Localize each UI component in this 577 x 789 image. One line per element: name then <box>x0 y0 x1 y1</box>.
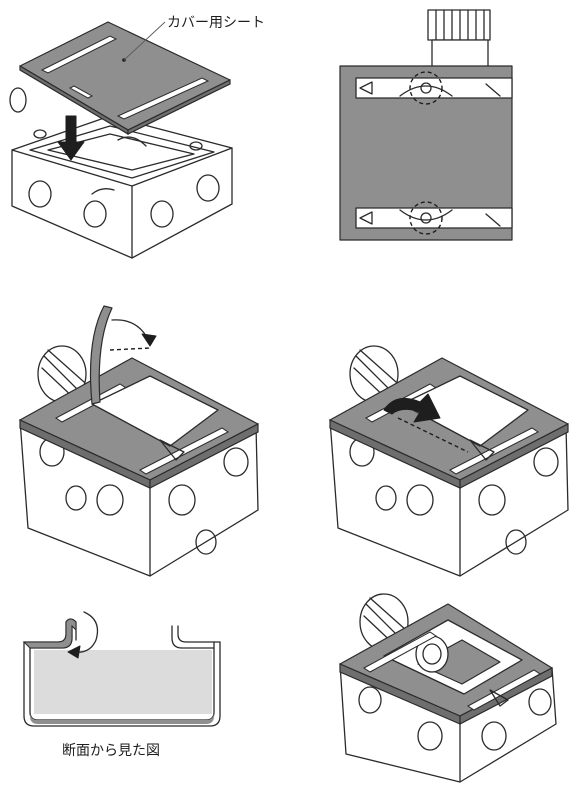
screw-highlight-bottom <box>409 201 443 235</box>
step-2-top-strip <box>355 77 513 99</box>
step-5-fold-arrow <box>67 645 81 659</box>
step-4-curved-arrow <box>383 393 441 423</box>
step-1-down-arrow <box>57 115 85 161</box>
section-view-label: 断面から見た図 <box>62 743 160 759</box>
step-3-plate <box>19 357 259 489</box>
step-3-flap <box>89 305 157 405</box>
step-4-fold-down <box>329 345 569 577</box>
step-6-plate <box>339 603 553 725</box>
screw-highlight-top <box>409 71 443 105</box>
step-2-top-view <box>339 9 513 241</box>
step-4-plate <box>329 357 569 489</box>
cover-sheet-label: カバー用シート <box>167 15 265 31</box>
step-3-fold-flap <box>19 305 259 577</box>
section-interior <box>34 650 212 714</box>
step-5-cross-section <box>22 611 221 727</box>
step-2-connector <box>427 9 491 69</box>
step-6-finished <box>339 593 557 783</box>
step-2-bottom-strip <box>355 207 513 229</box>
step-1-cover-sheet <box>19 21 231 136</box>
step-1-sheet-placement <box>9 21 233 259</box>
